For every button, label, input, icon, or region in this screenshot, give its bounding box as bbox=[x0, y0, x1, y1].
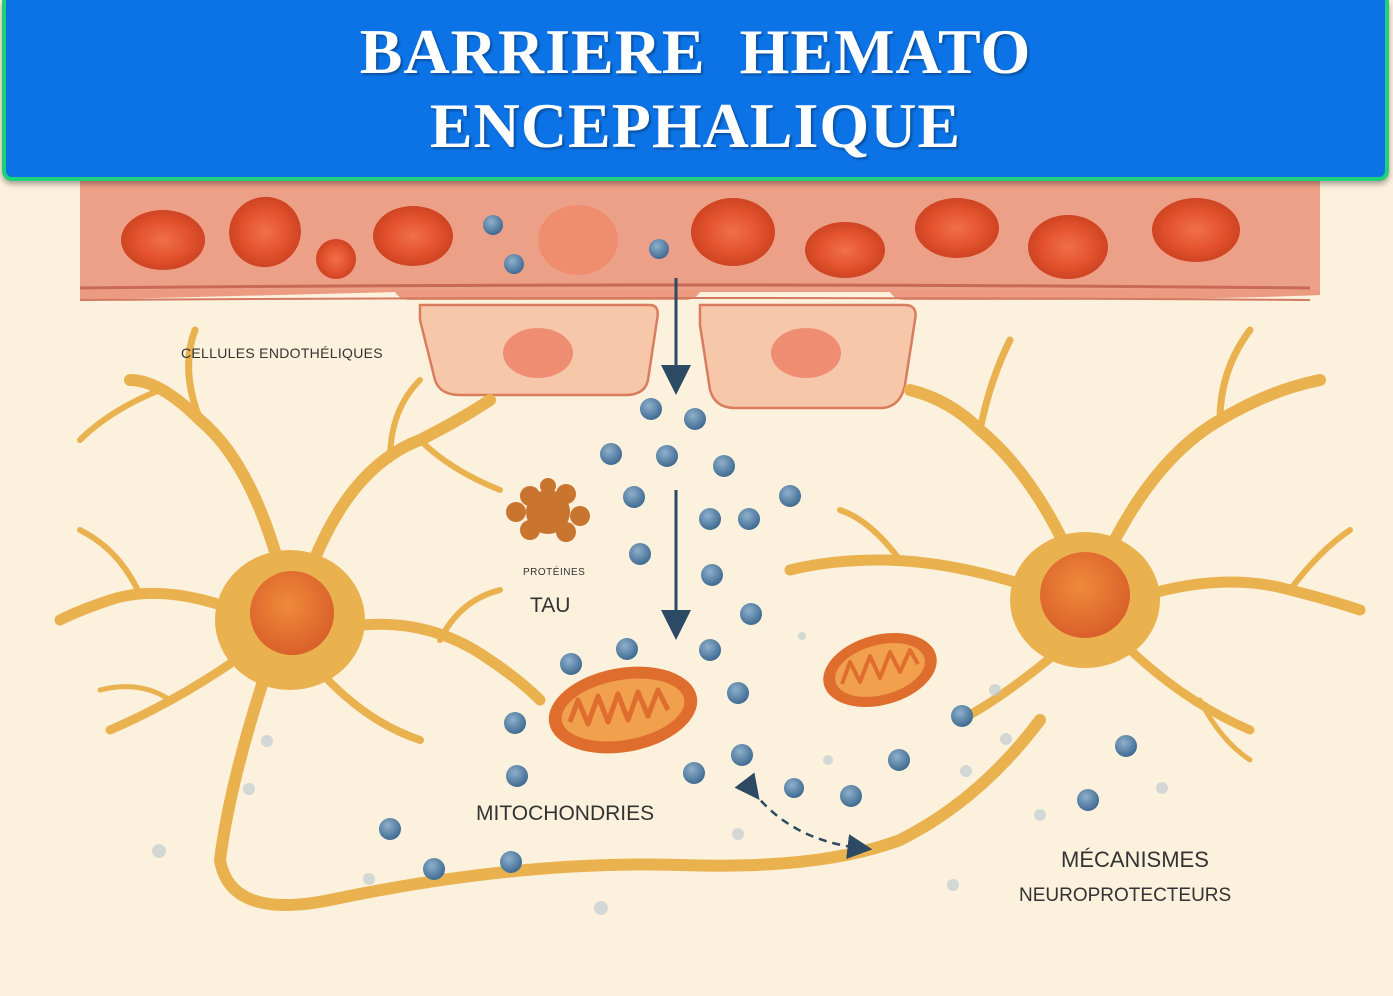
label-neuroprotective: NEUROPROTECTEURS bbox=[1019, 885, 1232, 906]
mitochondrion-center bbox=[548, 666, 698, 754]
left-nucleus bbox=[250, 571, 334, 655]
mitochondrion-right bbox=[823, 633, 937, 707]
title-line-1: BARRIERE HEMATO bbox=[359, 15, 1032, 87]
transport-arrows bbox=[661, 278, 873, 859]
label-mitochondria: MITOCHONDRIES bbox=[476, 802, 655, 825]
left-neuron bbox=[54, 326, 1046, 911]
title-line-2: ENCEPHALIQUE bbox=[429, 89, 962, 161]
red-blood-cells bbox=[121, 196, 1240, 279]
label-proteins: PROTÉINES bbox=[523, 567, 586, 578]
right-nucleus bbox=[1040, 552, 1130, 638]
tau-protein-aggregate bbox=[506, 478, 590, 542]
molecules bbox=[379, 215, 1137, 880]
title-banner: BARRIERE HEMATO ENCEPHALIQUE bbox=[2, 0, 1389, 181]
faint-molecules bbox=[152, 632, 1168, 915]
label-tau: TAU bbox=[530, 594, 571, 617]
endothelial-cells bbox=[418, 303, 917, 410]
label-endothelial-cells: CELLULES ENDOTHÉLIQUES bbox=[181, 345, 383, 361]
label-mechanisms: MÉCANISMES bbox=[1061, 847, 1209, 872]
